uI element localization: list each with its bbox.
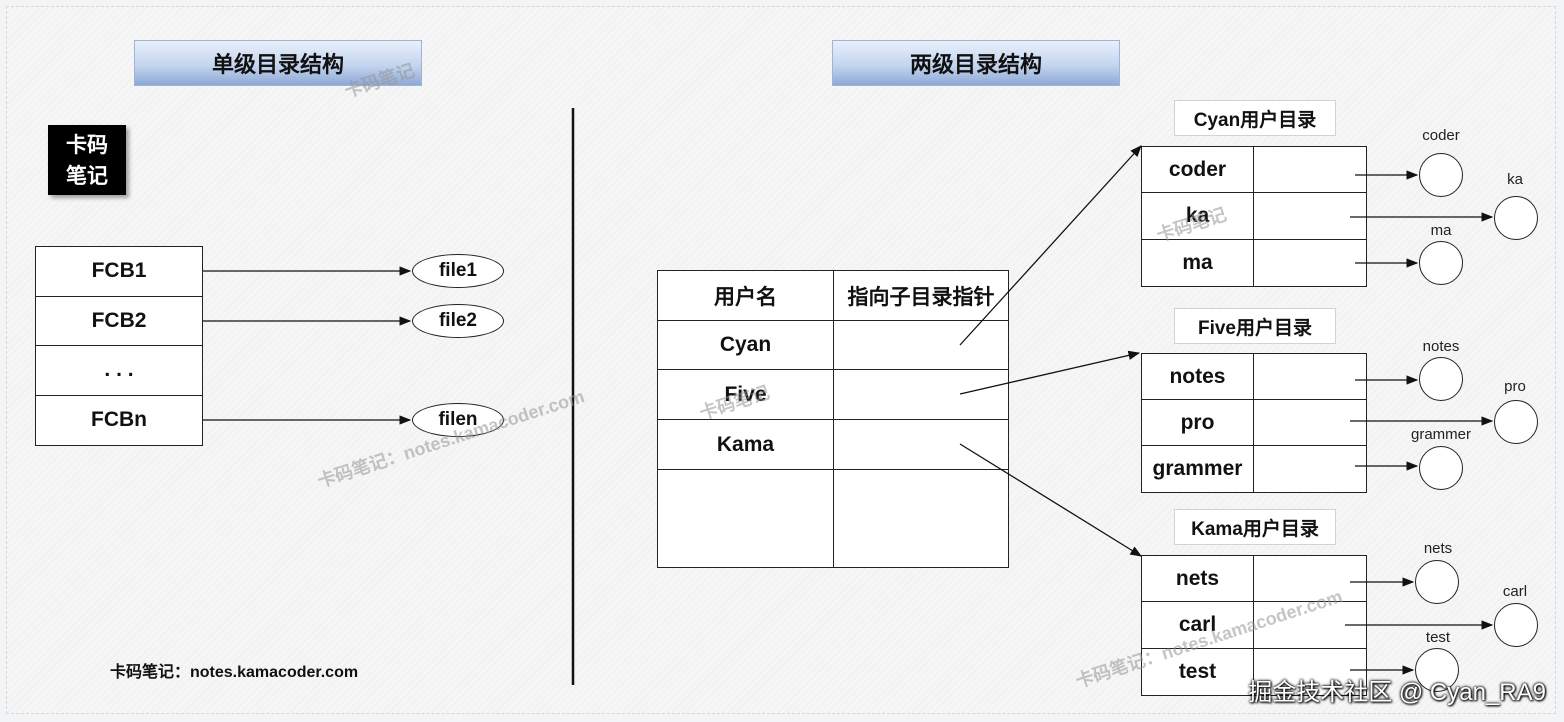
pointer-cell <box>834 370 1008 420</box>
dir-entry: test <box>1142 648 1254 695</box>
user-name-cell: Kama <box>658 420 834 470</box>
file-circle <box>1419 357 1463 401</box>
dir-pointer <box>1254 556 1366 603</box>
user-table-header-name: 用户名 <box>658 271 834 321</box>
credit-watermark: 掘金技术社区 @ Cyan_RA9 <box>1248 679 1546 706</box>
arrow <box>959 443 1142 557</box>
two-level-title: 两级目录结构 <box>832 40 1120 86</box>
file-circle <box>1415 648 1459 692</box>
pointer-cell <box>834 321 1008 370</box>
file-circle <box>1415 560 1459 604</box>
circle-label: ka <box>1507 171 1523 188</box>
dir-pointer <box>1254 193 1366 240</box>
dir-entry: ka <box>1142 193 1254 240</box>
circle-label: pro <box>1504 378 1526 395</box>
cyan-dir-title: Cyan用户目录 <box>1174 100 1336 136</box>
arrow <box>959 350 1141 395</box>
file-circle <box>1494 603 1538 647</box>
dir-entry: notes <box>1142 354 1254 400</box>
file-circle <box>1494 196 1538 240</box>
user-table-header-pointer: 指向子目录指针 <box>834 271 1008 321</box>
file-oval: file2 <box>412 304 504 338</box>
kama-dir-table: nets carl test <box>1141 555 1367 696</box>
fcb-cell: FCB1 <box>36 247 202 297</box>
circle-label: grammer <box>1410 426 1471 443</box>
dir-pointer <box>1254 602 1366 649</box>
kama-dir-title: Kama用户目录 <box>1174 509 1336 545</box>
footer-text: 卡码笔记：notes.kamacoder.com <box>110 664 359 681</box>
fcb-cell: FCB2 <box>36 297 202 346</box>
dir-pointer <box>1254 400 1366 446</box>
file-circle <box>1419 153 1463 197</box>
five-dir-title: Five用户目录 <box>1174 308 1336 344</box>
fcb-table: FCB1 FCB2 . . . FCBn <box>35 246 203 446</box>
dir-entry: coder <box>1142 147 1254 194</box>
file-oval: filen <box>412 403 504 437</box>
file-circle <box>1419 241 1463 285</box>
circle-label: ma <box>1430 222 1452 239</box>
kama-logo: 卡码 笔记 <box>48 125 126 195</box>
dir-entry: carl <box>1142 602 1254 649</box>
file-oval: file1 <box>412 254 504 288</box>
circle-label: nets <box>1423 540 1453 557</box>
file-circle <box>1419 446 1463 490</box>
logo-line-2: 笔记 <box>66 163 108 188</box>
five-dir-table: notes pro grammer <box>1141 353 1367 493</box>
dir-entry: nets <box>1142 556 1254 603</box>
circle-label: test <box>1425 629 1451 646</box>
single-level-title: 单级目录结构 <box>134 40 422 86</box>
user-name-cell: Cyan <box>658 321 834 370</box>
empty-cell <box>658 470 834 567</box>
circle-label: notes <box>1422 338 1460 355</box>
dir-pointer <box>1254 354 1366 400</box>
fcb-cell: . . . <box>36 346 202 396</box>
dir-entry: grammer <box>1142 446 1254 492</box>
user-name-cell: Five <box>658 370 834 420</box>
user-table: 用户名 指向子目录指针 Cyan Five Kama <box>657 270 1009 568</box>
fcb-cell: FCBn <box>91 408 147 432</box>
pointer-cell <box>834 420 1008 470</box>
dir-entry: ma <box>1142 239 1254 286</box>
file-circle <box>1494 400 1538 444</box>
arrow <box>959 145 1142 346</box>
circle-label: coder <box>1422 127 1460 144</box>
dir-pointer <box>1254 147 1366 194</box>
logo-line-1: 卡码 <box>66 132 108 157</box>
dir-entry: pro <box>1142 400 1254 446</box>
cyan-dir-table: coder ka ma <box>1141 146 1367 287</box>
circle-label: carl <box>1502 583 1528 600</box>
